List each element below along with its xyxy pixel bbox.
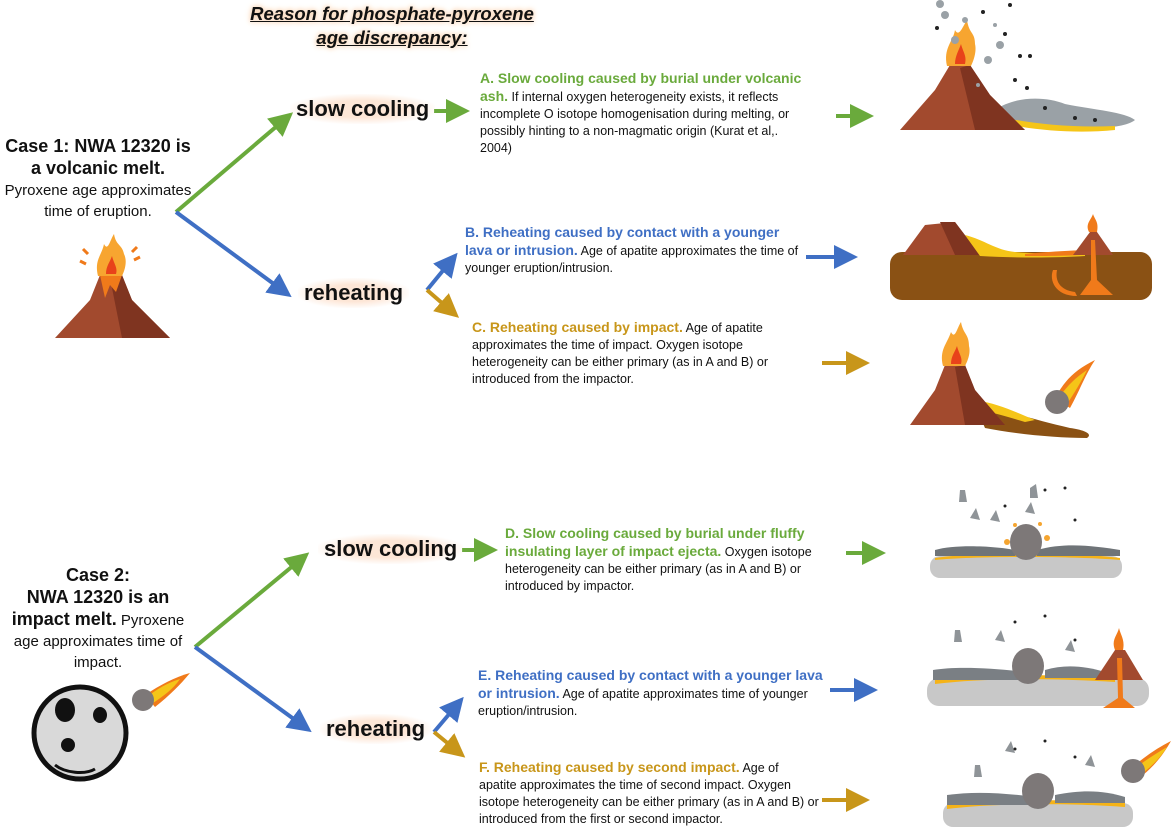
case2-reheating-to-e-arrow [432,696,464,734]
outcome-e-body: Age of apatite approximates time of youn… [478,687,808,718]
volcano-ash-burial-illustration [900,0,1135,132]
case2-slow-cooling-arrow [193,552,310,649]
case1-slow-cooling-node: slow cooling [290,94,436,124]
outcome-d: D. Slow cooling caused by burial under f… [505,525,825,595]
case1-detail: Pyroxene age approximates time of erupti… [4,182,192,220]
case1-reheating-to-b-arrow [425,252,458,292]
outcome-b-body: Age of apatite approximates the time of … [465,244,799,275]
case1-reheating-arrow [174,210,292,298]
case2-description: Case 2: NWA 12320 is an impact melt. Pyr… [0,565,196,673]
case1-reheating-node: reheating [298,278,410,308]
volcano-icon [55,234,170,338]
outcome-a-title: A. Slow cooling caused by burial under v… [480,70,802,104]
outcome-c-body: Age of apatite approximates the time of … [472,321,768,386]
outcome-c-title: C. Reheating caused by impact. [472,319,683,335]
volcano-meteor-impact-illustration [910,322,1095,438]
outcome-d-body: Oxygen isotope heterogeneity can be eith… [505,545,812,593]
outcome-e-title: E. Reheating caused by contact with a yo… [478,667,823,701]
case2-reheating-to-f-arrow [432,730,466,758]
outcome-f-title: F. Reheating caused by second impact. [479,759,740,775]
case2-reheating-arrow [193,645,312,733]
outcome-c: C. Reheating caused by impact. Age of ap… [472,319,792,388]
outcome-a: A. Slow cooling caused by burial under v… [480,70,810,157]
outcome-b-title: B. Reheating caused by contact with a yo… [465,224,780,258]
outcome-e: E. Reheating caused by contact with a yo… [478,667,823,720]
outcome-f: F. Reheating caused by second impact. Ag… [479,759,819,828]
case2-heading-line1: Case 2: [65,565,131,585]
case1-slow-cooling-arrow [174,112,294,214]
case2-reheating-node: reheating [320,714,432,744]
case2-heading-line2: NWA 12320 is an [26,587,170,607]
case2-detail: Pyroxene age approximates time of impact… [13,612,185,671]
outcome-f-body: Age of apatite approximates the time of … [479,761,819,826]
younger-lava-intrusion-illustration [890,214,1152,300]
second-impact-illustration [943,739,1171,827]
case1-reheating-to-c-arrow [425,288,460,318]
case2-heading-line3: impact melt. [11,609,117,629]
impact-ejecta-burial-illustration [930,484,1122,578]
case2-slow-cooling-node: slow cooling [318,534,464,564]
outcome-b: B. Reheating caused by contact with a yo… [465,224,800,277]
outcome-d-title: D. Slow cooling caused by burial under f… [505,525,805,559]
outcome-a-body: If internal oxygen heterogeneity exists,… [480,90,790,155]
case1-heading: Case 1: NWA 12320 is a volcanic melt. [5,136,191,178]
impact-crater-lava-intrusion-illustration [927,614,1149,708]
moon-meteor-icon [31,673,190,782]
case1-description: Case 1: NWA 12320 is a volcanic melt. Py… [0,136,196,222]
diagram-title: Reason for phosphate-pyroxene age discre… [250,3,534,48]
